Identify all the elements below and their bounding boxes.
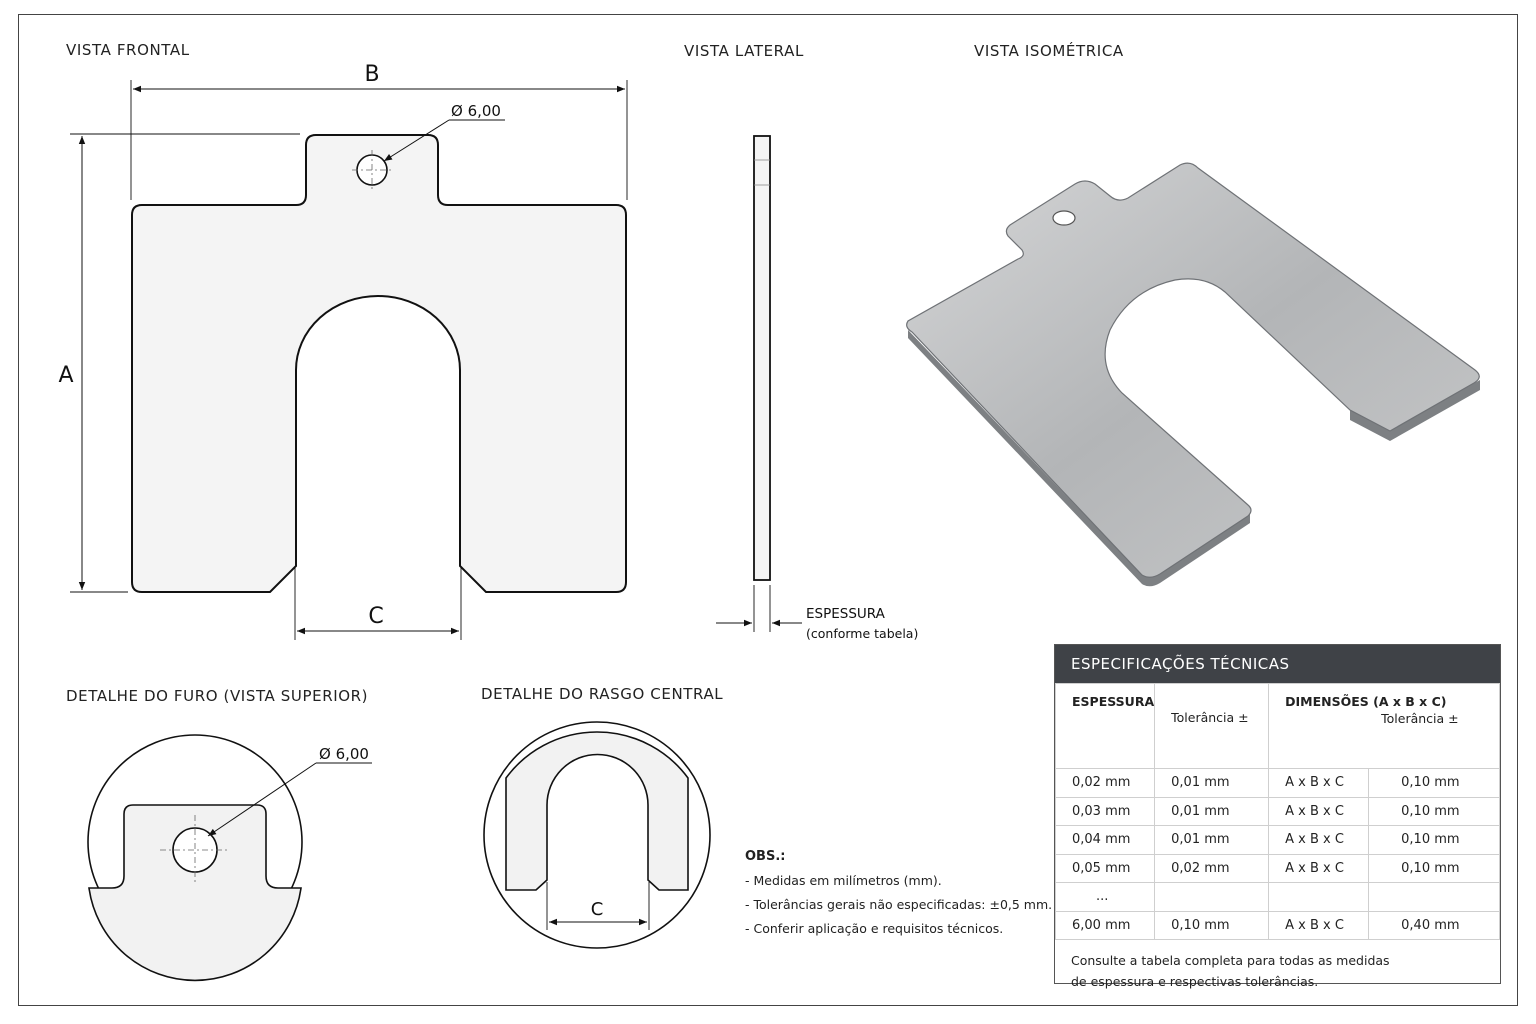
slot-detail-view: C	[483, 721, 711, 949]
slot-detail-title: DETALHE DO RASGO CENTRAL	[481, 685, 724, 703]
thickness-label: ESPESSURA	[806, 606, 886, 622]
shim-plate-outline	[131, 134, 627, 593]
hole-diameter-label: Ø 6,00	[451, 102, 501, 120]
isometric-view	[906, 162, 1480, 587]
table-row: ...	[1054, 882, 1500, 912]
col-dimensions: DIMENSÕES (A x B x C) Tolerância ±	[1268, 683, 1500, 769]
notes-line: - Medidas em milímetros (mm).	[745, 873, 942, 888]
front-view-title: VISTA FRONTAL	[66, 41, 190, 59]
col-tolerance-1: Tolerância ±	[1154, 683, 1270, 769]
hole-detail-view: Ø 6,00	[87, 734, 372, 982]
iso-view-title: VISTA ISOMÉTRICA	[974, 42, 1124, 60]
dim-b-label: B	[364, 62, 379, 87]
spec-table-footer: Consulte a tabela completa para todas as…	[1071, 953, 1390, 989]
hole-leader	[383, 119, 450, 162]
dim-a-label: A	[58, 363, 73, 388]
side-view-title: VISTA LATERAL	[684, 42, 804, 60]
hole-detail-plate	[88, 804, 302, 982]
thickness-note: (conforme tabela)	[806, 626, 918, 641]
hole-detail-diameter: Ø 6,00	[319, 745, 369, 763]
hole-detail-title: DETALHE DO FURO (VISTA SUPERIOR)	[66, 687, 369, 705]
spec-table-title: ESPECIFICAÇÕES TÉCNICAS	[1055, 645, 1500, 683]
slot-detail-plate	[505, 731, 689, 891]
spec-table-header: ESPESSURA Tolerância ± DIMENSÕES (A x B …	[1054, 683, 1500, 769]
spec-table: ESPESSURA Tolerância ± DIMENSÕES (A x B …	[1054, 683, 1500, 940]
spec-table-panel: ESPECIFICAÇÕES TÉCNICAS ESPESSURA Tolerâ…	[1054, 644, 1501, 989]
notes-title: OBS.:	[745, 849, 786, 864]
dim-c-label: C	[368, 604, 383, 629]
iso-mounting-hole	[1052, 210, 1076, 226]
front-view: B A C Ø 6,00	[58, 62, 628, 640]
notes-line: - Conferir aplicação e requisitos técnic…	[745, 921, 1004, 936]
shim-iso-surface	[906, 162, 1480, 578]
notes-line: - Tolerâncias gerais não especificadas: …	[745, 897, 1053, 912]
notes-block: OBS.: - Medidas em milímetros (mm). - To…	[745, 845, 1052, 941]
col-espessura: ESPESSURA	[1054, 683, 1156, 769]
shim-side-profile	[753, 135, 771, 581]
drawing-frame	[18, 14, 1518, 1006]
side-view: ESPESSURA (conforme tabela)	[716, 135, 918, 641]
slot-dim-c-label: C	[591, 899, 604, 920]
